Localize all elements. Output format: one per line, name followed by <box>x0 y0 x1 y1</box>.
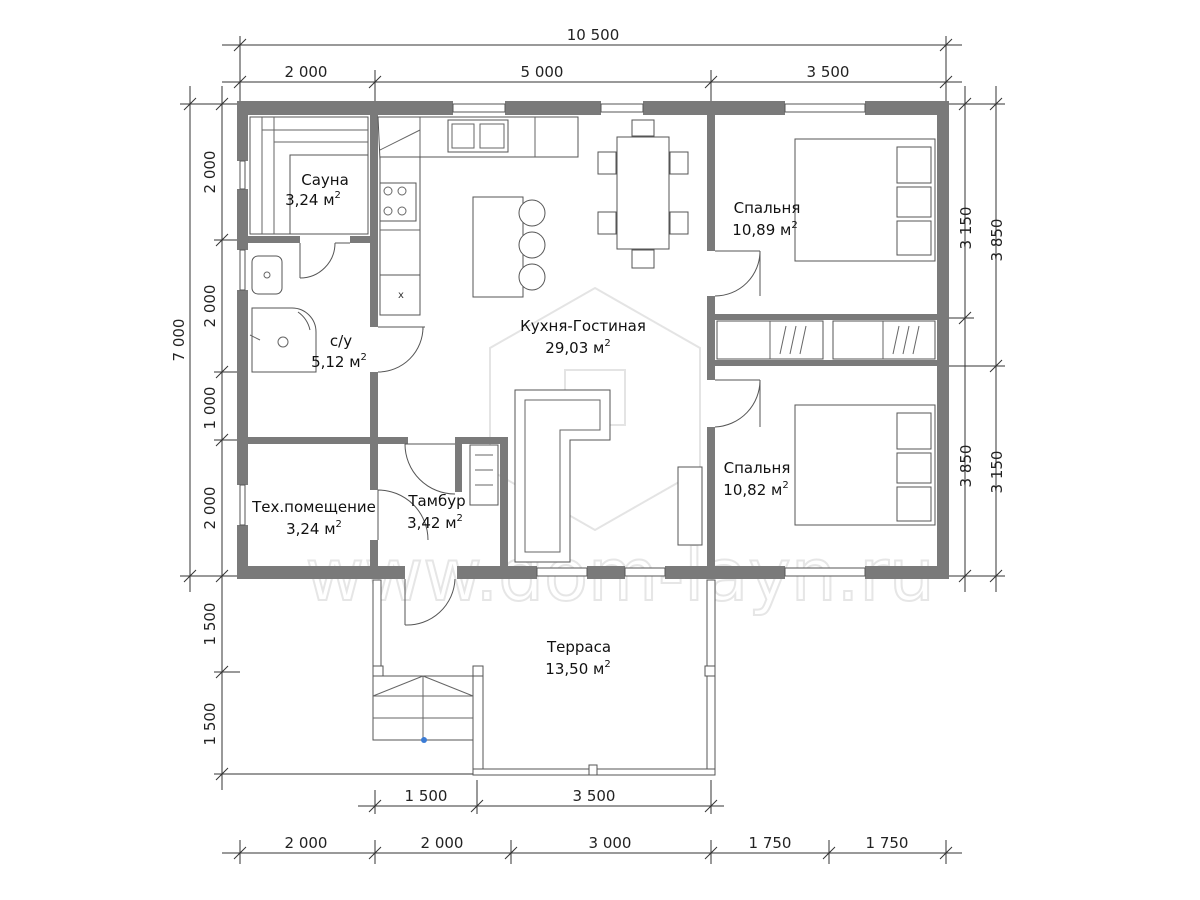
room-label-bedroom-1: Спальня 10,89 м2 <box>732 199 800 239</box>
bed-2 <box>794 404 936 526</box>
dim-terrace-bottom-1: 1 500 <box>405 787 448 805</box>
dimension-terrace-bottom: 1 500 3 500 <box>358 780 724 814</box>
doors <box>299 242 761 626</box>
room-label-sauna: Сауна 3,24 м2 <box>285 171 349 209</box>
sauna-bench <box>249 116 369 235</box>
svg-text:x: x <box>398 290 404 301</box>
dim-left-2: 2 000 <box>201 285 219 328</box>
dim-bottom-3: 3 000 <box>589 834 632 852</box>
svg-text:Терраса: Терраса <box>546 638 611 656</box>
kitchen-set: x <box>377 116 579 316</box>
svg-text:5,12 м2: 5,12 м2 <box>311 352 367 371</box>
dim-left-4: 2 000 <box>201 487 219 530</box>
room-label-utility: Тех.помещение 3,24 м2 <box>251 498 376 538</box>
room-label-terrace: Терраса 13,50 м2 <box>545 638 611 678</box>
dim-left-total: 7 000 <box>170 319 188 362</box>
dimension-top-total: 10 500 <box>222 26 962 104</box>
dimension-bottom: 2 000 2 000 3 000 1 750 1 750 <box>222 834 962 864</box>
walls <box>237 101 949 579</box>
dim-right-outer-1: 3 850 <box>988 219 1006 262</box>
dim-bottom-5: 1 750 <box>866 834 909 852</box>
svg-text:3,24 м2: 3,24 м2 <box>286 519 342 538</box>
svg-text:3,42 м2: 3,42 м2 <box>407 513 463 532</box>
svg-text:10,82 м2: 10,82 м2 <box>723 480 788 499</box>
svg-text:Спальня: Спальня <box>734 199 801 217</box>
dim-bottom-1: 2 000 <box>285 834 328 852</box>
sofa <box>514 389 611 563</box>
svg-text:Тамбур: Тамбур <box>407 492 465 510</box>
svg-text:3,24 м2: 3,24 м2 <box>285 190 341 209</box>
room-label-bedroom-2: Спальня 10,82 м2 <box>723 459 790 499</box>
dim-bottom-2: 2 000 <box>421 834 464 852</box>
dim-top-2: 5 000 <box>521 63 564 81</box>
dim-left-3: 1 000 <box>201 387 219 430</box>
kitchen-island <box>472 196 546 298</box>
svg-text:Кухня-Гостиная: Кухня-Гостиная <box>520 317 646 335</box>
bed-1 <box>794 138 936 262</box>
dimension-right-inner: 3 150 3 850 <box>948 86 975 592</box>
svg-text:с/у: с/у <box>330 332 352 350</box>
svg-text:13,50 м2: 13,50 м2 <box>545 659 610 678</box>
bathroom-fixtures <box>249 255 317 373</box>
dim-left-1: 2 000 <box>201 151 219 194</box>
wardrobes <box>716 320 936 360</box>
dim-right-outer-2: 3 150 <box>988 451 1006 494</box>
svg-text:10,89 м2: 10,89 м2 <box>732 220 797 239</box>
dim-terrace-left-1: 1 500 <box>201 603 219 646</box>
terrace <box>372 579 716 776</box>
svg-text:29,03 м2: 29,03 м2 <box>545 338 610 357</box>
dimension-left-segments: 2 000 2 000 1 000 2 000 1 500 1 500 <box>201 86 480 790</box>
dimension-left-total: 7 000 <box>170 86 238 592</box>
dim-terrace-left-2: 1 500 <box>201 703 219 746</box>
room-label-kitchen-living: Кухня-Гостиная 29,03 м2 <box>520 317 646 357</box>
dim-top-3: 3 500 <box>807 63 850 81</box>
room-label-bathroom: с/у 5,12 м2 <box>311 332 367 371</box>
dim-top-1: 2 000 <box>285 63 328 81</box>
dim-right-inner-2: 3 850 <box>957 445 975 488</box>
dimension-top-segments: 2 000 5 000 3 500 <box>222 63 962 104</box>
room-label-vestibule: Тамбур 3,42 м2 <box>407 492 466 532</box>
vestibule-wardrobe <box>469 444 499 506</box>
svg-text:Тех.помещение: Тех.помещение <box>251 498 376 516</box>
dim-terrace-bottom-2: 3 500 <box>573 787 616 805</box>
tv-stand <box>677 466 703 546</box>
dim-right-inner-1: 3 150 <box>957 207 975 250</box>
dim-bottom-4: 1 750 <box>749 834 792 852</box>
svg-text:Спальня: Спальня <box>724 459 791 477</box>
svg-text:Сауна: Сауна <box>301 171 349 189</box>
dining-table <box>597 119 689 269</box>
dimension-right-outer: 3 850 3 150 <box>948 86 1006 592</box>
dim-top-total: 10 500 <box>567 26 620 44</box>
